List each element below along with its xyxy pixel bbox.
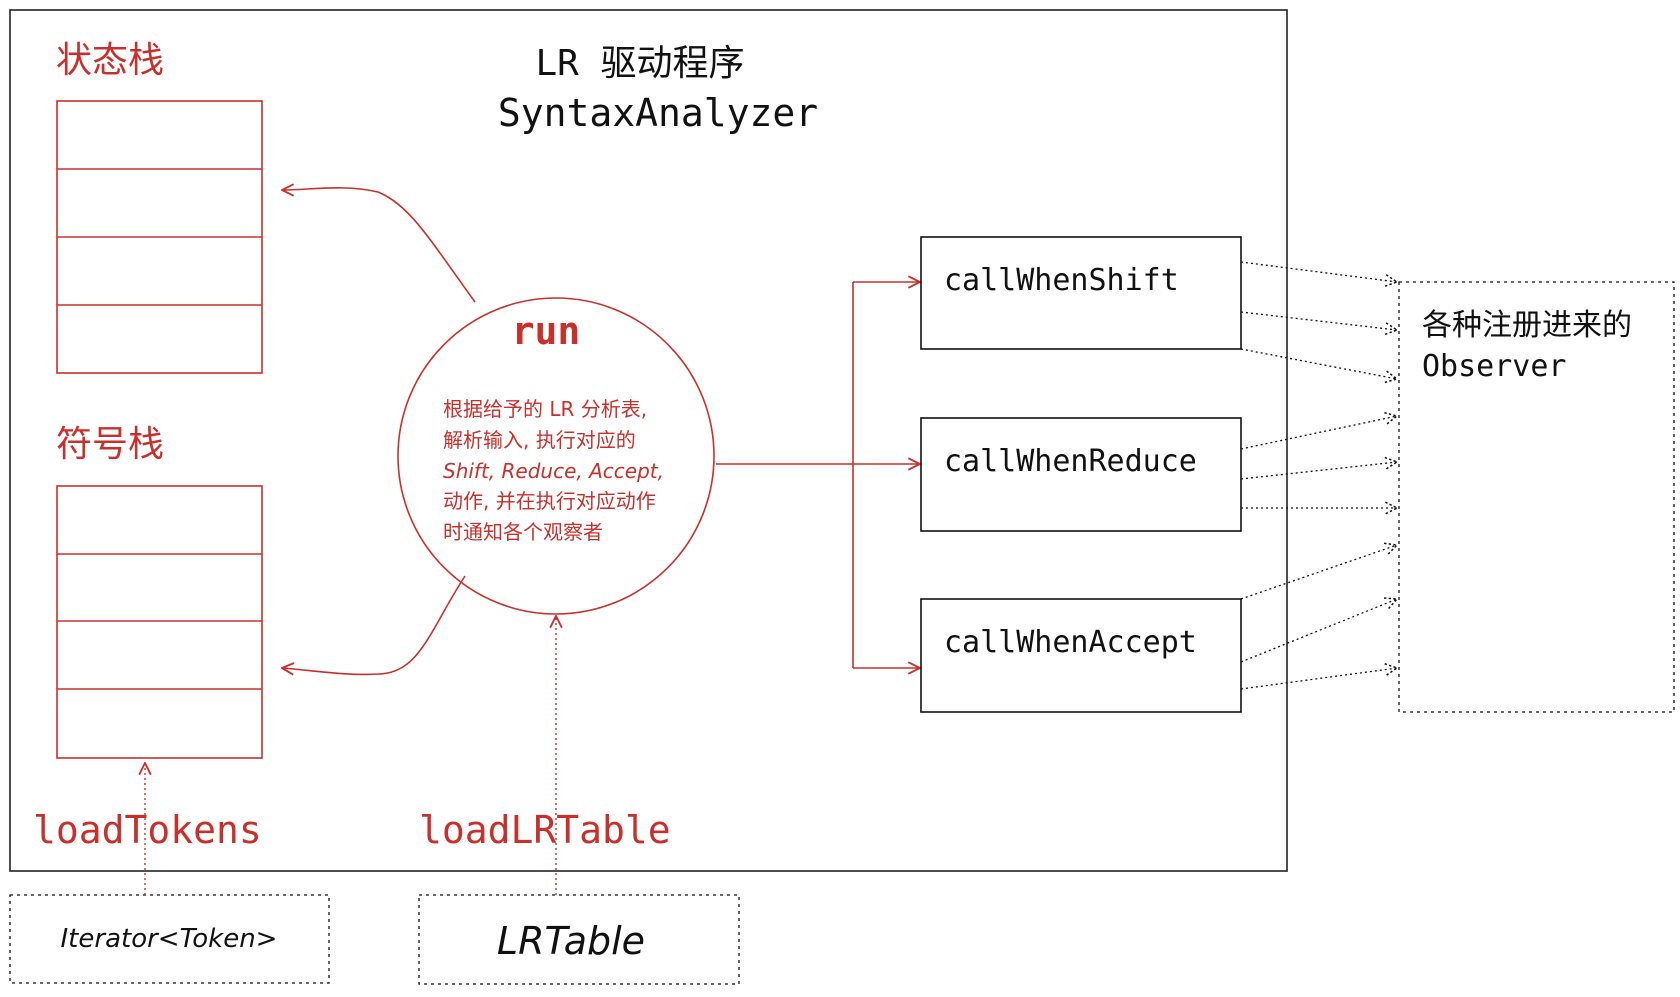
arrow-run-to-symbol-stack <box>282 575 466 674</box>
call-when-reduce-label: callWhenReduce <box>944 444 1197 479</box>
observer-notify-arrows <box>1240 261 1397 690</box>
call-when-accept-box <box>920 598 1242 713</box>
load-tokens-label: loadTokens <box>33 808 262 852</box>
run-description-line-2: 解析输入, 执行对应的 <box>443 428 636 452</box>
title-line-1: LR 驱动程序 <box>535 43 744 84</box>
title-line-2: SyntaxAnalyzer <box>498 91 818 135</box>
symbol-stack-label: 符号栈 <box>56 424 164 465</box>
call-when-reduce-box <box>920 417 1242 532</box>
symbol-stack <box>56 485 263 759</box>
observers-label-line-1: 各种注册进来的 <box>1422 308 1632 343</box>
load-lr-table-label: loadLRTable <box>419 808 671 852</box>
state-stack <box>56 100 263 374</box>
syntax-analyzer-frame <box>9 9 1288 872</box>
arrow-run-to-state-stack <box>282 188 476 303</box>
table-source-box <box>418 894 740 985</box>
call-when-shift-box <box>920 236 1242 350</box>
call-when-shift-label: callWhenShift <box>944 263 1179 298</box>
run-description-line-3: Shift, Reduce, Accept, <box>443 459 664 483</box>
observers-label-line-2: Observer <box>1422 349 1567 384</box>
tokens-source-label: Iterator<Token> <box>61 924 278 954</box>
run-description-line-4: 动作, 并在执行对应动作 <box>443 489 656 513</box>
run-description-line-5: 时通知各个观察者 <box>443 520 603 544</box>
run-description-line-1: 根据给予的 LR 分析表, <box>443 397 647 421</box>
observers-box <box>1398 281 1675 713</box>
state-stack-label: 状态栈 <box>56 40 164 81</box>
call-when-accept-label: callWhenAccept <box>944 625 1197 660</box>
run-circle <box>397 297 715 615</box>
table-source-label: LRTable <box>497 919 645 963</box>
tokens-source-box <box>9 894 330 984</box>
run-label: run <box>512 309 581 353</box>
